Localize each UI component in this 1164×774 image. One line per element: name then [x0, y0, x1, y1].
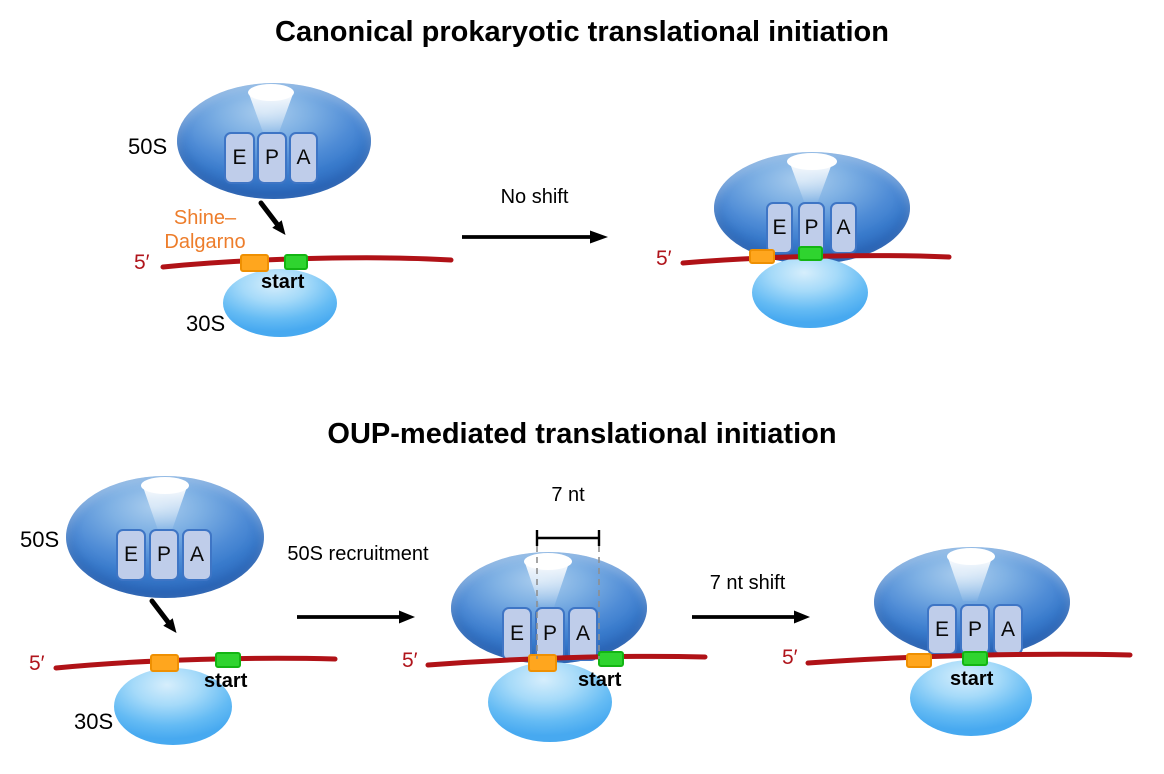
e-site: E	[224, 132, 255, 184]
five-prime-label: 5′	[29, 652, 45, 675]
shine-dalgarno-label-line1: Shine–	[173, 207, 237, 229]
transition-label-recruitment: 50S recruitment	[287, 543, 429, 565]
right-arrow-icon	[692, 610, 810, 624]
distance-bracket	[535, 530, 601, 659]
30s-label: 30S	[186, 311, 226, 336]
30s-subunit	[752, 257, 868, 328]
bottom-panel-title: OUP-mediated translational initiation	[327, 418, 837, 450]
a-site: A	[830, 202, 857, 254]
start-label: start	[578, 669, 622, 691]
top-panel-title: Canonical prokaryotic translational init…	[275, 16, 889, 48]
shine-dalgarno-codon-box	[906, 653, 932, 668]
five-prime-label: 5′	[782, 646, 798, 669]
start-codon-box	[284, 254, 308, 270]
30s-label: 30S	[74, 709, 114, 734]
a-site: A	[289, 132, 318, 184]
a-site: A	[993, 604, 1023, 655]
five-prime-label: 5′	[402, 649, 418, 672]
distance-label: 7 nt	[551, 484, 585, 506]
e-site: E	[766, 202, 793, 254]
shine-dalgarno-label-line2: Dalgarno	[164, 231, 246, 253]
start-codon-box	[962, 651, 988, 666]
transition-label-shift: 7 nt shift	[709, 572, 786, 594]
right-arrow-icon	[462, 230, 608, 244]
p-site: P	[960, 604, 990, 655]
start-codon-box	[798, 246, 823, 261]
start-codon-box	[215, 652, 241, 668]
shine-dalgarno-codon-box	[240, 254, 269, 272]
30s-subunit	[114, 668, 232, 745]
shine-dalgarno-codon-box	[749, 249, 775, 264]
start-label: start	[950, 668, 994, 690]
assembly-arrow-icon	[258, 200, 286, 235]
start-label: start	[261, 271, 305, 293]
transition-label-no-shift: No shift	[500, 186, 569, 208]
right-arrow-icon	[297, 610, 415, 624]
30s-subunit	[488, 662, 612, 742]
mrna	[425, 653, 708, 668]
30s-subunit	[223, 269, 337, 337]
a-site: A	[182, 529, 212, 581]
50s-label: 50S	[20, 527, 60, 552]
50s-label: 50S	[128, 134, 168, 159]
p-site: P	[798, 202, 825, 254]
e-site: E	[116, 529, 146, 581]
start-label: start	[204, 670, 248, 692]
mrna	[53, 655, 338, 671]
p-site: P	[149, 529, 179, 581]
shine-dalgarno-label: Shine– Dalgarno	[146, 206, 264, 254]
a-site: A	[568, 607, 598, 661]
assembly-arrow-icon	[149, 598, 177, 633]
p-site: P	[257, 132, 287, 184]
five-prime-label: 5′	[656, 247, 672, 270]
p-site: P	[535, 607, 565, 661]
30s-subunit	[910, 660, 1032, 736]
mrna	[160, 255, 454, 270]
shine-dalgarno-codon-box	[150, 654, 179, 672]
shine-dalgarno-codon-box	[528, 654, 557, 672]
five-prime-label: 5′	[134, 251, 150, 274]
